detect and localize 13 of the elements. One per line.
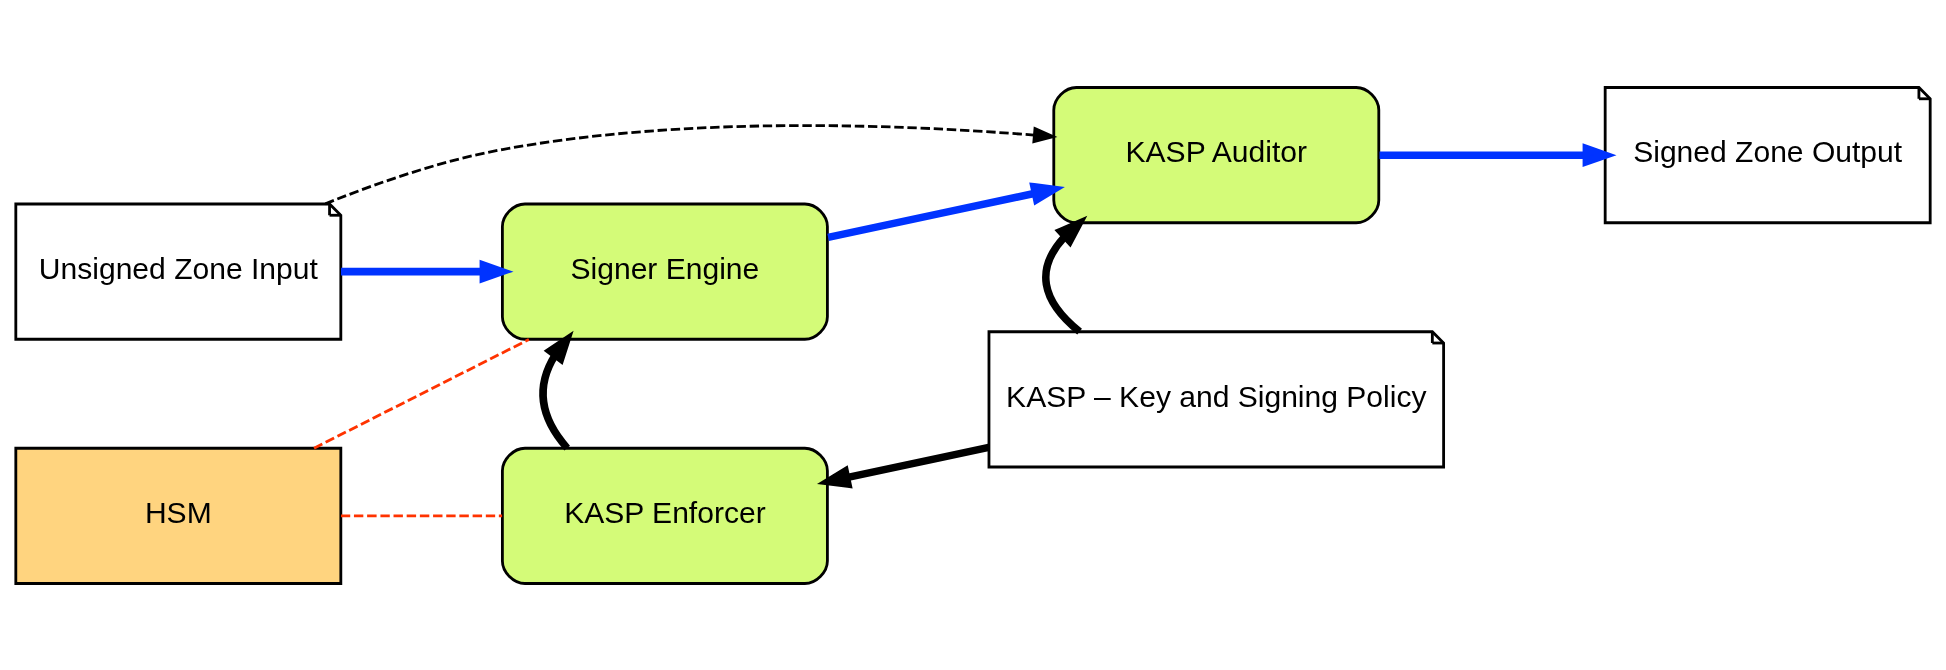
arrow [827,181,1065,241]
node-box: KASP Enforcer [500,446,829,585]
node-box: Signer Engine [500,202,829,341]
arrow [817,443,990,488]
arrow [341,259,514,283]
arrow [539,330,574,451]
connector [313,337,530,449]
node-box: HSM [14,446,343,585]
arrow [1379,142,1617,167]
arrow [1042,215,1088,334]
node-box: KASP Auditor [1052,85,1381,224]
arrow [324,123,1058,205]
connector [341,513,503,517]
